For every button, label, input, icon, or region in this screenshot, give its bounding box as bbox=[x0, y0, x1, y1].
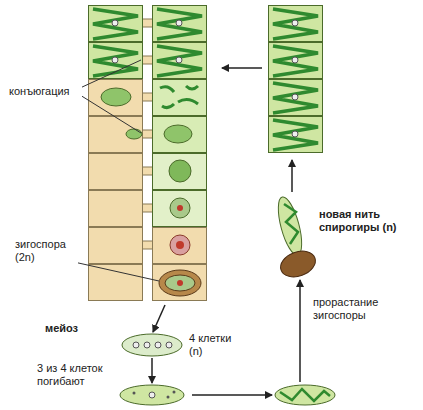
leader-lines bbox=[74, 262, 159, 281]
right-filament bbox=[176, 241, 184, 249]
cycle-arrows bbox=[152, 68, 300, 395]
dying-cells-label: 3 из 4 клеток погибают bbox=[36, 362, 120, 388]
conjugation-tubes bbox=[142, 204, 153, 212]
right-filament bbox=[160, 86, 198, 108]
right-filament bbox=[153, 154, 207, 190]
conjugation-tubes bbox=[142, 241, 153, 249]
meiosis-cells bbox=[155, 342, 161, 348]
meiosis-label: мейоз bbox=[44, 322, 106, 335]
right-filament bbox=[153, 43, 207, 79]
right-filament bbox=[153, 80, 207, 116]
right-filament bbox=[170, 198, 190, 218]
conjugation-tubes bbox=[142, 19, 153, 27]
cycle-arrows bbox=[151, 358, 153, 383]
right-filament bbox=[153, 117, 207, 153]
cycle-arrows bbox=[299, 280, 301, 382]
meiosis-cells bbox=[173, 391, 176, 394]
left-filament bbox=[101, 88, 131, 106]
conjugation-label: конъюгация bbox=[8, 85, 82, 98]
germinating-zygospore bbox=[284, 204, 298, 244]
new-filament bbox=[269, 117, 323, 153]
left-filament bbox=[126, 129, 142, 139]
meiosis-cells bbox=[133, 342, 139, 348]
germinating-zygospore bbox=[274, 195, 319, 282]
right-filament bbox=[153, 6, 207, 42]
right-filament bbox=[165, 275, 195, 291]
left-filament bbox=[89, 117, 143, 153]
left-filament bbox=[89, 265, 143, 301]
meiosis-cells bbox=[275, 385, 335, 405]
right-filament bbox=[169, 160, 191, 182]
new-filament bbox=[269, 43, 323, 79]
germination-label: прорастание зигоспоры bbox=[312, 296, 398, 322]
right-filament bbox=[159, 270, 201, 296]
right-filament bbox=[170, 235, 190, 255]
conjugation-tubes bbox=[142, 93, 153, 101]
leader-lines bbox=[74, 60, 159, 281]
left-filament bbox=[89, 228, 143, 264]
new-filament-label: новая нить спирогиры (n) bbox=[318, 208, 412, 234]
right-filament bbox=[153, 191, 207, 227]
meiosis-cells bbox=[149, 392, 155, 398]
leader-lines bbox=[80, 95, 141, 133]
left-filament bbox=[89, 154, 143, 190]
right-filament bbox=[153, 265, 207, 301]
conjugation-tubes bbox=[142, 167, 153, 175]
right-filament bbox=[164, 125, 192, 143]
new-filament bbox=[269, 6, 323, 42]
germinating-zygospore bbox=[274, 195, 307, 258]
meiosis-cells bbox=[122, 334, 182, 356]
conjugation-tubes bbox=[142, 130, 153, 138]
new-filament bbox=[269, 80, 323, 116]
conjugation-tubes bbox=[142, 19, 153, 249]
right-filament bbox=[153, 228, 207, 264]
conjugation-tubes bbox=[142, 56, 153, 64]
meiosis-cells bbox=[133, 392, 136, 395]
left-filament bbox=[89, 43, 143, 79]
cycle-arrows bbox=[222, 67, 262, 69]
right-filament bbox=[153, 6, 207, 301]
cells-label: 4 клетки (n) bbox=[188, 332, 248, 358]
zygospore-label: зигоспора (2n) bbox=[14, 238, 78, 264]
left-filament bbox=[89, 6, 143, 42]
right-filament bbox=[177, 280, 183, 286]
left-filament bbox=[89, 191, 143, 227]
meiosis-cells bbox=[167, 396, 170, 399]
leader-lines bbox=[80, 60, 141, 88]
cycle-arrows bbox=[192, 394, 272, 396]
left-filament bbox=[89, 6, 143, 301]
new-filament bbox=[269, 6, 323, 153]
meiosis-cells bbox=[120, 385, 184, 405]
right-filament bbox=[177, 205, 183, 211]
germinating-zygospore bbox=[277, 247, 319, 282]
meiosis-cells bbox=[144, 342, 150, 348]
meiosis-cells bbox=[166, 342, 172, 348]
left-filament bbox=[89, 80, 143, 116]
cycle-arrows bbox=[291, 160, 293, 192]
meiosis-cells bbox=[280, 389, 330, 401]
cycle-arrows bbox=[153, 305, 165, 332]
